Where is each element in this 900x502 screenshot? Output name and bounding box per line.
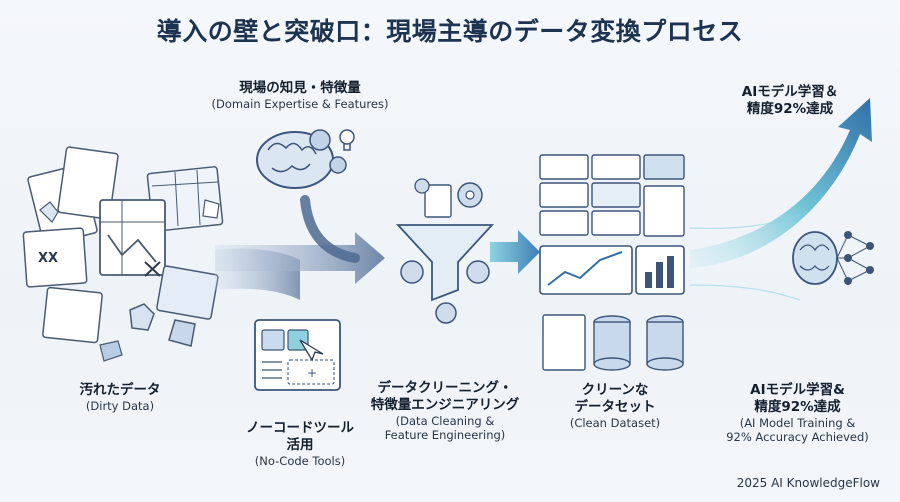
svg-text:+: + bbox=[307, 366, 317, 380]
stage-nocode: ノーコードツール 活用 (No-Code Tools) bbox=[230, 420, 370, 468]
stage-ai-top: AIモデル学習＆ 精度92%達成 bbox=[720, 84, 860, 118]
ai-bottom-en-line1: (AI Model Training & bbox=[739, 415, 856, 430]
ai-bottom-en-line2: 92% Accuracy Achieved) bbox=[726, 430, 869, 445]
clean-jp-line2: データセット bbox=[574, 398, 656, 415]
domain-en: (Domain Expertise & Features) bbox=[211, 96, 389, 111]
cleaning-jp-line2: 特徴量エンジニアリング bbox=[370, 396, 520, 413]
nocode-panel-illustration: + bbox=[254, 319, 341, 391]
svg-text:XX: XX bbox=[38, 251, 58, 266]
footer-credit: 2025 AI KnowledgeFlow bbox=[736, 476, 880, 490]
funnel-icon bbox=[395, 178, 495, 324]
cleaning-en-line1: (Data Cleaning & bbox=[395, 413, 495, 428]
growth-arrow bbox=[690, 98, 872, 268]
ai-brain-icon bbox=[792, 231, 874, 285]
main-arrow-left bbox=[215, 232, 385, 284]
clean-jp-line1: クリーンな bbox=[581, 382, 649, 398]
brain-icon bbox=[256, 129, 355, 189]
arrow-to-clean bbox=[490, 230, 540, 274]
domain-jp: 現場の知見・特徴量 bbox=[239, 80, 361, 96]
dirty-data-illustration: XX bbox=[22, 146, 224, 362]
stage-ai-bottom: AIモデル学習& 精度92%達成 (AI Model Training & 92… bbox=[715, 382, 880, 445]
ai-bottom-jp-line2: 精度92%達成 bbox=[754, 398, 841, 415]
cleaning-jp-line1: データクリーニング・ bbox=[377, 380, 513, 396]
ai-bottom-jp-line1: AIモデル学習& bbox=[750, 382, 845, 398]
nocode-jp-line2: 活用 bbox=[286, 436, 314, 453]
ai-top-jp-line2: 精度92%達成 bbox=[746, 100, 834, 117]
stage-cleaning: データクリーニング・ 特徴量エンジニアリング (Data Cleaning & … bbox=[355, 380, 535, 443]
stage-clean: クリーンな データセット (Clean Dataset) bbox=[555, 382, 675, 430]
stage-dirty-data: 汚れたデータ (Dirty Data) bbox=[60, 382, 180, 413]
dirty-data-en: (Dirty Data) bbox=[85, 398, 155, 413]
ai-top-jp-line1: AIモデル学習＆ bbox=[741, 84, 839, 100]
cleaning-en-line2: Feature Engineering) bbox=[384, 428, 506, 443]
nocode-en: (No-Code Tools) bbox=[254, 453, 346, 468]
page-title: 導入の壁と突破口：現場主導のデータ変換プロセス bbox=[156, 17, 744, 46]
nocode-jp-line1: ノーコードツール bbox=[246, 420, 354, 436]
clean-en: (Clean Dataset) bbox=[569, 415, 661, 430]
curved-arrow-top bbox=[300, 195, 360, 263]
stage-domain: 現場の知見・特徴量 (Domain Expertise & Features) bbox=[200, 80, 400, 111]
clean-dataset-illustration bbox=[539, 154, 685, 371]
dirty-data-jp: 汚れたデータ bbox=[79, 382, 161, 398]
